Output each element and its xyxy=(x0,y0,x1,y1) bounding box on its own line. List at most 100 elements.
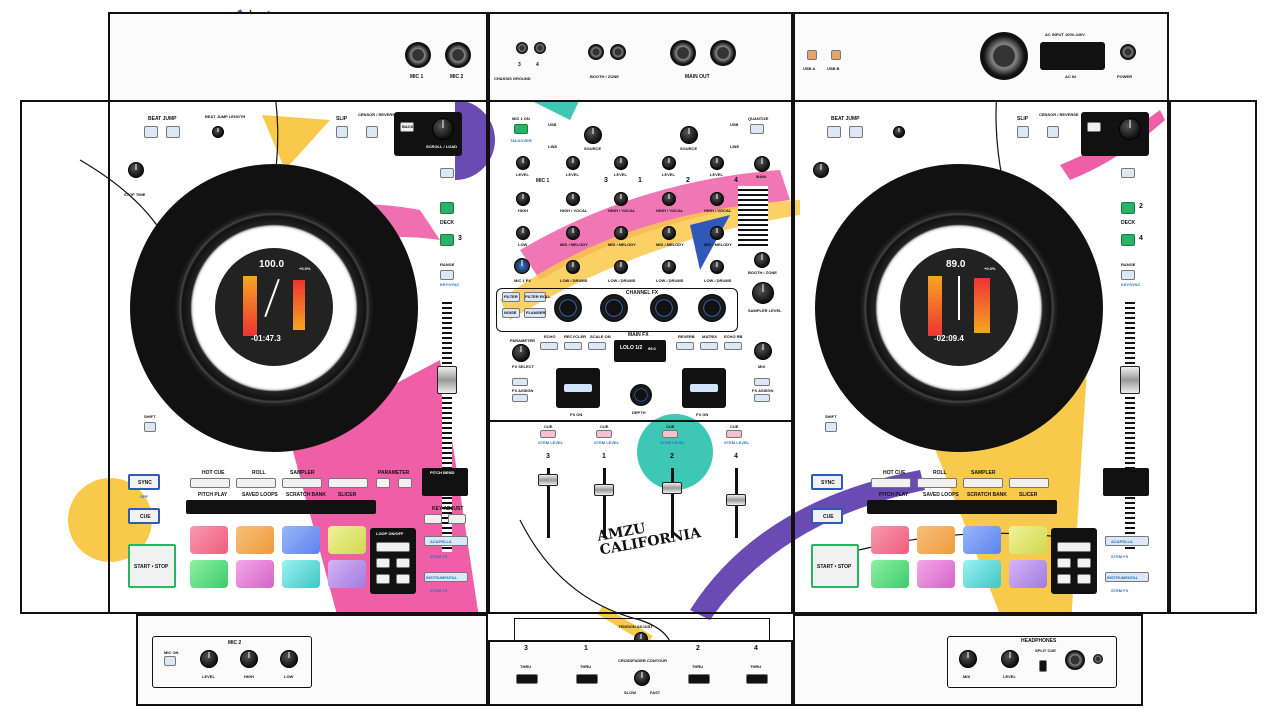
stop-time-knob[interactable] xyxy=(128,162,144,178)
usb-b-port[interactable] xyxy=(831,50,841,60)
r-back-button[interactable] xyxy=(1087,122,1101,132)
ch4-mid-knob[interactable] xyxy=(710,226,724,240)
censor-button[interactable] xyxy=(366,126,378,138)
source-knob-left[interactable] xyxy=(584,126,602,144)
ch2-high-knob[interactable] xyxy=(662,192,676,206)
fx-on-right[interactable] xyxy=(682,368,726,408)
cue-ch2-button[interactable] xyxy=(662,430,678,438)
r-pad-2[interactable] xyxy=(917,526,955,554)
ch2-low-knob[interactable] xyxy=(662,260,676,274)
beat-jump-fwd-button[interactable] xyxy=(166,126,180,138)
r-pad-7[interactable] xyxy=(963,560,1001,588)
mic2-jack[interactable] xyxy=(445,42,471,68)
ch4-high-knob[interactable] xyxy=(710,192,724,206)
deck-1-button[interactable] xyxy=(440,202,454,214)
r-cue-button[interactable]: CUE xyxy=(811,508,843,524)
r-instrumental-button[interactable] xyxy=(1105,572,1149,582)
crossfader-contour-knob[interactable] xyxy=(634,670,650,686)
ch3-fx-knob[interactable] xyxy=(554,294,582,322)
ch4-fx-knob[interactable] xyxy=(698,294,726,322)
power-switch[interactable] xyxy=(1120,44,1136,60)
mic-on-button[interactable] xyxy=(164,656,176,666)
assign-switch-3[interactable] xyxy=(516,674,538,684)
r-slip-button[interactable] xyxy=(1017,126,1029,138)
ch2-fx-knob[interactable] xyxy=(650,294,678,322)
loop-double-button[interactable] xyxy=(396,558,410,568)
r-reloop-button[interactable] xyxy=(1057,542,1091,552)
r-pad-1[interactable] xyxy=(871,526,909,554)
right-pitch-fader[interactable] xyxy=(1120,366,1140,394)
ch3-high-knob[interactable] xyxy=(566,192,580,206)
flanger-button[interactable] xyxy=(524,308,546,318)
parameter-knob[interactable] xyxy=(512,344,530,362)
shift-button[interactable] xyxy=(144,422,156,432)
r-pad-8[interactable] xyxy=(1009,560,1047,588)
headphone-jack-large[interactable] xyxy=(1065,650,1085,670)
ch1-fx-knob[interactable] xyxy=(600,294,628,322)
channel-fader-3[interactable] xyxy=(538,474,558,486)
cue-ch4-button[interactable] xyxy=(726,430,742,438)
beat-jump-length-knob[interactable] xyxy=(212,126,224,138)
back-button[interactable] xyxy=(400,122,414,132)
echo-rb-button[interactable] xyxy=(724,342,742,350)
sampler-level-knob[interactable] xyxy=(752,282,774,304)
sampler-mode-button[interactable] xyxy=(282,478,322,488)
acapella-button[interactable] xyxy=(424,536,468,546)
reverb-button[interactable] xyxy=(676,342,694,350)
mic1-level-knob[interactable] xyxy=(516,156,530,170)
r-pad-5[interactable] xyxy=(871,560,909,588)
deck-4-button[interactable] xyxy=(1121,234,1135,246)
pad-2[interactable] xyxy=(236,526,274,554)
main-level-knob[interactable] xyxy=(754,156,770,172)
parameter-right-button[interactable] xyxy=(398,478,412,488)
pad-4[interactable] xyxy=(328,526,366,554)
channel-fader-1[interactable] xyxy=(594,484,614,496)
mic1-jack[interactable] xyxy=(405,42,431,68)
slip-button[interactable] xyxy=(336,126,348,138)
loop-in-button[interactable] xyxy=(376,574,390,584)
scale-on-button[interactable] xyxy=(588,342,606,350)
headphone-level-knob[interactable] xyxy=(1001,650,1019,668)
r-range-button[interactable] xyxy=(1121,270,1135,280)
hot-cue-mode-button[interactable] xyxy=(190,478,230,488)
r-loop-half-button[interactable] xyxy=(1057,558,1071,568)
ch3-mid-knob[interactable] xyxy=(566,226,580,240)
matrix-button[interactable] xyxy=(700,342,718,350)
fx-assign-right-2[interactable] xyxy=(754,378,770,386)
filter-roll-button[interactable] xyxy=(524,292,546,302)
r-pad-6[interactable] xyxy=(917,560,955,588)
r-pad-4[interactable] xyxy=(1009,526,1047,554)
instrumental-button[interactable] xyxy=(424,572,468,582)
mic1-fx-knob[interactable] xyxy=(514,258,530,274)
r-scroll-load-knob[interactable] xyxy=(1119,118,1141,140)
ch1-high-knob[interactable] xyxy=(614,192,628,206)
fx-assign-left-1[interactable] xyxy=(512,378,528,386)
reset-button[interactable] xyxy=(448,514,466,524)
r-shift-button[interactable] xyxy=(825,422,837,432)
assign-switch-2[interactable] xyxy=(688,674,710,684)
split-cue-switch[interactable] xyxy=(1039,660,1047,672)
usb-a-port[interactable] xyxy=(807,50,817,60)
pad-8[interactable] xyxy=(328,560,366,588)
ch3-low-knob[interactable] xyxy=(566,260,580,274)
left-pitch-fader[interactable] xyxy=(437,366,457,394)
mic1-on-button[interactable] xyxy=(514,124,528,134)
ch3-level-knob[interactable] xyxy=(566,156,580,170)
ac-in-socket[interactable] xyxy=(1040,42,1105,70)
channel-fader-2[interactable] xyxy=(662,482,682,494)
r-beat-jump-fwd-button[interactable] xyxy=(849,126,863,138)
booth-zone-knob[interactable] xyxy=(754,252,770,268)
r-loop-double-button[interactable] xyxy=(1077,558,1091,568)
ch4-low-knob[interactable] xyxy=(710,260,724,274)
beat-jump-back-button[interactable] xyxy=(144,126,158,138)
ch1-mid-knob[interactable] xyxy=(614,226,628,240)
noise-button[interactable] xyxy=(502,308,520,318)
main-out-l-jack[interactable] xyxy=(670,40,696,66)
ch2-level-knob[interactable] xyxy=(662,156,676,170)
r-acapella-button[interactable] xyxy=(1105,536,1149,546)
pad-3[interactable] xyxy=(282,526,320,554)
fx-assign-right-4[interactable] xyxy=(754,394,770,402)
loop-out-button[interactable] xyxy=(396,574,410,584)
mic2-low-knob[interactable] xyxy=(280,650,298,668)
ch1-low-knob[interactable] xyxy=(614,260,628,274)
